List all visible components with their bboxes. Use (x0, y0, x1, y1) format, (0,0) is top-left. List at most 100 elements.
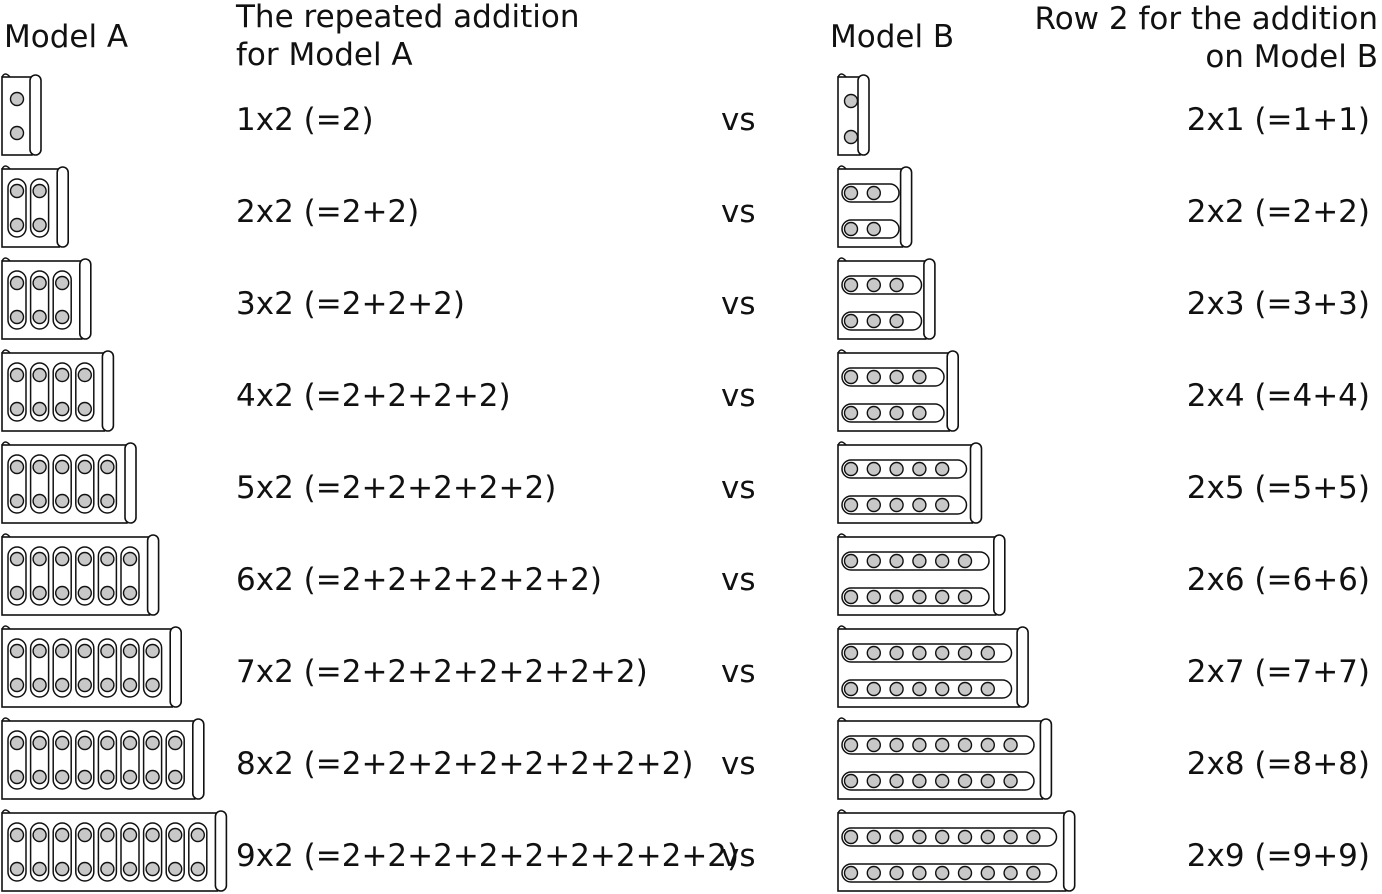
vs-label: vs (721, 102, 756, 138)
bead (957, 553, 973, 569)
bead (957, 589, 973, 605)
bead (122, 585, 138, 601)
model-a-row-9 (1, 809, 228, 892)
bead (9, 401, 25, 417)
bead (843, 221, 859, 237)
bead (889, 829, 904, 845)
bead (190, 861, 206, 877)
vs-label: vs (721, 838, 756, 874)
bead (935, 461, 950, 477)
bead (889, 277, 904, 293)
model-a-expression: 6x2 (=2+2+2+2+2+2) (236, 562, 603, 598)
model-a-frame-roll (124, 442, 137, 524)
model-a-frame-curl (1, 349, 11, 354)
model-b-frame-roll (1062, 810, 1076, 892)
bead (866, 589, 881, 605)
model-a-frame-curl (1, 73, 11, 78)
bead (866, 497, 881, 513)
bead (889, 405, 904, 421)
bead (980, 829, 995, 845)
bead (167, 769, 183, 785)
model-a-frame-curl (1, 533, 11, 538)
bead (1026, 829, 1041, 845)
bead (866, 737, 881, 753)
bead (55, 551, 70, 567)
bead (9, 459, 25, 475)
model-a-frame-curl (1, 717, 11, 722)
bead (55, 367, 70, 383)
bead (32, 735, 47, 751)
bead (167, 861, 183, 877)
bead (32, 643, 47, 659)
bead (55, 401, 70, 417)
bead (100, 827, 115, 843)
bead (1003, 865, 1018, 881)
bead (957, 865, 973, 881)
bead (77, 459, 93, 475)
model-a-expression: 3x2 (=2+2+2) (236, 286, 465, 322)
bead (957, 829, 973, 845)
model-b-frame-curl (837, 625, 847, 630)
bead (843, 461, 859, 477)
bead (77, 827, 93, 843)
bead (55, 643, 70, 659)
bead (9, 183, 25, 199)
bead (889, 645, 904, 661)
model-b-frame-roll (969, 442, 983, 524)
bead (1026, 865, 1041, 881)
bead (889, 865, 904, 881)
bead (145, 827, 160, 843)
vs-label: vs (721, 654, 756, 690)
bead (912, 369, 927, 385)
vs-label: vs (721, 378, 756, 414)
header-addition-b-line1: Row 2 for the addition (1034, 1, 1378, 37)
model-a-frame-roll (56, 166, 70, 248)
bead (889, 461, 904, 477)
model-b-row-7 (837, 625, 1029, 708)
bead (912, 829, 927, 845)
model-b-frame-roll (857, 74, 870, 156)
model-b-row-4 (837, 349, 960, 432)
bead (912, 589, 927, 605)
model-a-expression: 4x2 (=2+2+2+2) (236, 378, 511, 414)
model-b-expression: 2x7 (=7+7) (1186, 654, 1370, 690)
bead (866, 461, 881, 477)
bead (912, 497, 927, 513)
bead (32, 217, 47, 233)
model-a-expression: 7x2 (=2+2+2+2+2+2+2) (236, 654, 648, 690)
bead (77, 493, 93, 509)
bead (980, 737, 995, 753)
bead (100, 551, 115, 567)
bead (55, 861, 70, 877)
bead (32, 769, 47, 785)
model-b-frame-roll (899, 166, 913, 248)
vs-label: vs (721, 746, 756, 782)
bead (866, 277, 881, 293)
bead (32, 309, 47, 325)
bead (866, 681, 881, 697)
model-a-frame-curl (1, 257, 11, 262)
bead (843, 645, 859, 661)
bead (55, 769, 70, 785)
bead (866, 369, 881, 385)
header-addition-a-line2: for Model A (236, 37, 413, 73)
bead (980, 865, 995, 881)
bead (122, 643, 138, 659)
model-b-expression: 2x6 (=6+6) (1186, 562, 1370, 598)
bead (9, 769, 25, 785)
bead (843, 773, 859, 789)
bead (32, 861, 47, 877)
bead (889, 773, 904, 789)
header-model-b: Model B (830, 19, 955, 55)
model-a-frame-roll (146, 534, 160, 616)
model-a-row-7 (1, 625, 182, 708)
bead (9, 585, 25, 601)
bead (32, 585, 47, 601)
model-a-frame-roll (169, 626, 182, 708)
bead (912, 405, 927, 421)
bead (100, 459, 115, 475)
bead (122, 551, 138, 567)
bead (55, 827, 70, 843)
bead (55, 275, 70, 291)
